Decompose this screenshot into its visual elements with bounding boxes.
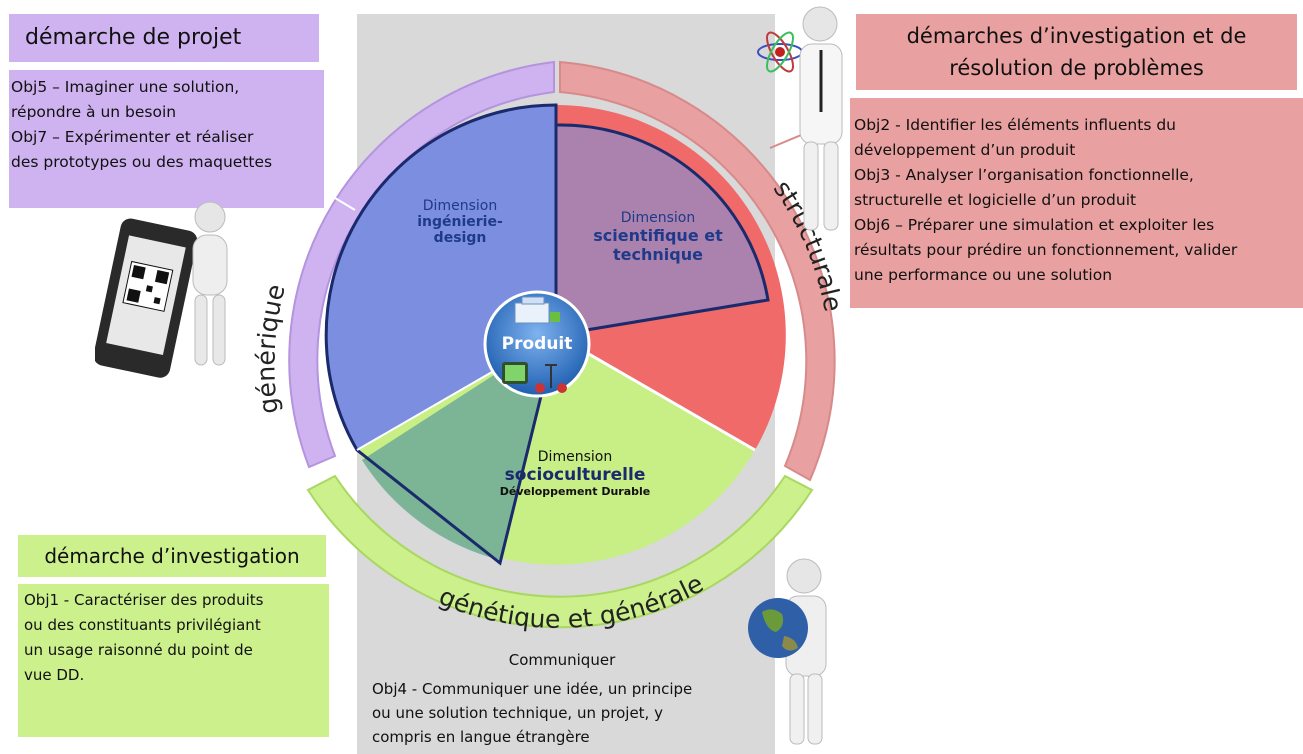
projet-title-box: démarche de projet bbox=[9, 14, 319, 62]
investigation-title-box: démarche d’investigation bbox=[18, 535, 326, 577]
resolution-objectives-box: Obj2 - Identifier les éléments influents… bbox=[850, 98, 1303, 308]
resolution-title-1: démarches d’investigation et de bbox=[906, 24, 1247, 48]
phone-scooter-icon bbox=[502, 362, 567, 393]
resolution-title-2: résolution de problèmes bbox=[949, 56, 1204, 80]
dimension-socio-sub: Développement Durable bbox=[499, 485, 651, 498]
center-label: Produit bbox=[501, 334, 573, 354]
dimension-scientifique-name2: technique bbox=[613, 245, 703, 264]
dimension-ingenierie-name2: design bbox=[433, 230, 487, 246]
projet-objectives: Obj5 – Imaginer une solution, répondre à… bbox=[11, 78, 273, 171]
projet-objectives-box: Obj5 – Imaginer une solution, répondre à… bbox=[9, 70, 324, 208]
dimension-socio-name: socioculturelle bbox=[504, 465, 646, 485]
overlay-socio-teal bbox=[362, 335, 556, 560]
resolution-title-box: démarches d’investigation et de résoluti… bbox=[856, 14, 1297, 90]
dimension-socioculturelle: Dimension socioculturelle Développement … bbox=[470, 449, 680, 498]
navy-outline bbox=[324, 103, 558, 566]
communiquer-title: Communiquer bbox=[508, 651, 616, 669]
ring-generique bbox=[288, 60, 555, 469]
resolution-objectives: Obj2 - Identifier les éléments influents… bbox=[854, 116, 1238, 284]
dimension-scientifique: Dimension scientifique et technique bbox=[578, 210, 738, 264]
projet-title: démarche de projet bbox=[25, 25, 242, 50]
communiquer-objectives: Obj4 - Communiquer une idée, un principe… bbox=[372, 680, 693, 746]
building-icon bbox=[514, 296, 560, 324]
navy-outline-2 bbox=[554, 123, 770, 337]
dimension-scientifique-label: Dimension bbox=[620, 210, 696, 226]
atom-icon bbox=[757, 31, 803, 73]
investigation-objectives-box: Obj1 - Caractériser des produits ou des … bbox=[18, 584, 329, 737]
ring-label-generique: générique bbox=[251, 281, 290, 415]
globe-icon bbox=[748, 598, 808, 658]
ring-genetique bbox=[306, 474, 814, 629]
phone-figure-illustration bbox=[95, 201, 228, 378]
dimension-socio-label: Dimension bbox=[537, 449, 613, 465]
investigation-objectives: Obj1 - Caractériser des produits ou des … bbox=[24, 591, 264, 684]
dimension-ingenierie-name1: ingénierie- bbox=[417, 214, 503, 230]
ring-structurale bbox=[559, 60, 836, 482]
dimension-ingenierie: Dimension ingénierie- design bbox=[385, 198, 535, 246]
investigation-title: démarche d’investigation bbox=[44, 544, 300, 568]
dimension-ingenierie-label: Dimension bbox=[422, 198, 498, 214]
earth-figure-illustration bbox=[748, 558, 827, 745]
dimension-scientifique-name1: scientifique et bbox=[593, 226, 723, 245]
scientist-figure-illustration bbox=[757, 6, 843, 231]
overlay-scientifique bbox=[556, 124, 768, 335]
qr-code-icon bbox=[122, 260, 174, 312]
